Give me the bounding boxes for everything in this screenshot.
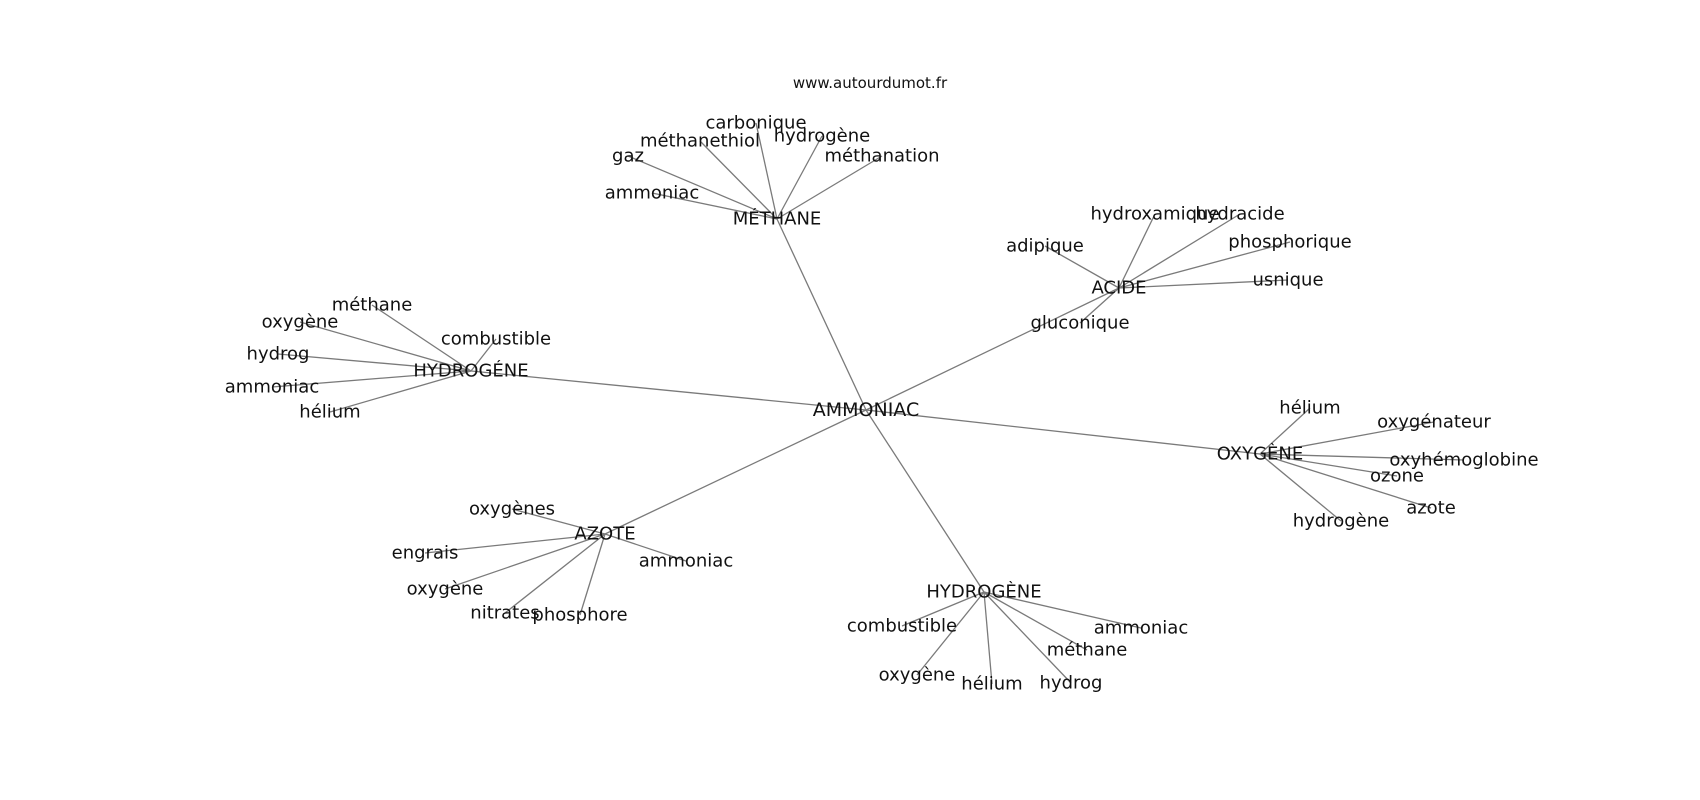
leaf-node-hydrogene-bottom[interactable]: hélium	[961, 674, 1022, 695]
edge-oxygene-leaf	[1259, 453, 1432, 509]
edge-azote-leaf	[604, 533, 687, 562]
leaf-node-acide[interactable]: phosphorique	[1228, 232, 1351, 253]
hub-node-azote[interactable]: AZOTE	[574, 524, 635, 545]
edge-hydrogene-left-leaf	[470, 338, 497, 372]
leaf-node-methane[interactable]: méthanethiol	[640, 131, 760, 152]
leaf-node-hydrogene-bottom[interactable]: ammoniac	[1094, 618, 1188, 639]
edge-azote-leaf	[511, 508, 606, 535]
edge-azote-leaf	[579, 533, 606, 616]
leaf-node-azote[interactable]: oxygènes	[469, 499, 555, 520]
edge-acide-leaf	[1044, 245, 1120, 289]
leaf-node-oxygene[interactable]: oxygénateur	[1377, 412, 1491, 433]
edge-hydrogene-left-leaf	[277, 353, 472, 372]
edge-hydrogene-left-leaf	[371, 304, 472, 372]
center-node-label[interactable]: AMMONIAC	[813, 399, 920, 421]
leaf-node-azote[interactable]: phosphore	[532, 605, 627, 626]
leaf-node-oxygene[interactable]: oxyhémoglobine	[1389, 450, 1538, 471]
edge-center-oxygene	[865, 409, 1261, 455]
leaf-node-hydrogene-bottom[interactable]: hydrog	[1040, 673, 1103, 694]
leaf-node-oxygene[interactable]: azote	[1406, 498, 1456, 519]
leaf-node-azote[interactable]: ammoniac	[639, 551, 733, 572]
leaf-node-acide[interactable]: gluconique	[1030, 313, 1129, 334]
edge-acide-leaf	[1118, 213, 1156, 289]
leaf-node-hydrogene-left[interactable]: hydrog	[247, 344, 310, 365]
edge-center-azote	[604, 409, 867, 535]
edge-hydrogene-bottom-leaf	[901, 591, 985, 627]
edge-hydrogene-left-leaf	[271, 370, 472, 388]
leaf-node-azote[interactable]: engrais	[392, 543, 459, 564]
leaf-node-acide[interactable]: usnique	[1252, 270, 1323, 291]
leaf-node-hydrogene-left[interactable]: ammoniac	[225, 377, 319, 398]
edge-acide-leaf	[1079, 287, 1120, 324]
leaf-node-methane[interactable]: ammoniac	[605, 183, 699, 204]
leaf-node-acide[interactable]: adipique	[1006, 236, 1084, 257]
edge-methane-leaf	[651, 192, 778, 220]
leaf-node-hydrogene-left[interactable]: combustible	[441, 329, 551, 350]
edge-oxygene-leaf	[1259, 407, 1311, 455]
leaf-node-methane[interactable]: méthanation	[824, 146, 939, 167]
leaf-node-oxygene[interactable]: hélium	[1279, 398, 1340, 419]
edge-center-hydrogene-bottom	[865, 409, 985, 593]
hub-node-acide[interactable]: ACIDE	[1091, 278, 1146, 299]
edge-center-hydrogene-left	[470, 370, 867, 411]
leaf-node-methane[interactable]: gaz	[612, 146, 644, 167]
edge-methane-leaf	[627, 155, 778, 220]
edge-azote-leaf	[444, 533, 606, 590]
leaf-node-hydrogene-left[interactable]: hélium	[299, 402, 360, 423]
edge-hydrogene-bottom-leaf	[983, 591, 1072, 684]
edge-oxygene-leaf	[1259, 453, 1398, 477]
leaf-node-oxygene[interactable]: hydrogène	[1293, 511, 1390, 532]
edge-hydrogene-bottom-leaf	[983, 591, 1088, 651]
leaf-node-azote[interactable]: nitrates	[470, 603, 539, 624]
leaf-node-hydrogene-bottom[interactable]: méthane	[1047, 640, 1128, 661]
hub-node-oxygene[interactable]: OXYGÈNE	[1217, 443, 1304, 465]
hub-node-hydrogene-left[interactable]: HYDROGÉNE	[413, 360, 528, 382]
leaf-node-methane[interactable]: hydrogène	[774, 126, 871, 147]
edge-hydrogene-bottom-leaf	[983, 591, 993, 685]
graph-edges	[271, 122, 1465, 685]
edge-hydrogene-bottom-leaf	[983, 591, 1142, 629]
leaf-node-azote[interactable]: oxygène	[407, 579, 484, 600]
leaf-node-methane[interactable]: carbonique	[705, 113, 806, 134]
edge-hydrogene-left-leaf	[299, 321, 472, 372]
edge-methane-leaf	[776, 155, 883, 220]
hub-node-hydrogene-bottom[interactable]: HYDROGÈNE	[926, 581, 1041, 603]
edge-acide-leaf	[1118, 213, 1241, 289]
leaf-node-hydrogene-bottom[interactable]: combustible	[847, 616, 957, 637]
source-url: www.autourdumot.fr	[793, 74, 948, 92]
leaf-node-hydrogene-left[interactable]: oxygène	[262, 312, 339, 333]
edge-methane-leaf	[776, 135, 823, 220]
leaf-node-acide[interactable]: hydracide	[1195, 204, 1284, 225]
edge-center-acide	[865, 287, 1120, 411]
edge-oxygene-leaf	[1259, 453, 1465, 461]
leaf-node-hydrogene-left[interactable]: méthane	[332, 295, 413, 316]
edge-oxygene-leaf	[1259, 453, 1342, 522]
edge-azote-leaf	[424, 533, 606, 554]
leaf-node-hydrogene-bottom[interactable]: oxygène	[879, 665, 956, 686]
edge-oxygene-leaf	[1259, 421, 1435, 455]
edge-acide-leaf	[1118, 241, 1291, 289]
edge-hydrogene-bottom-leaf	[916, 591, 985, 676]
edge-methane-leaf	[699, 140, 778, 220]
leaf-node-oxygene[interactable]: ozone	[1370, 466, 1424, 487]
hub-node-methane[interactable]: MÉTHANE	[733, 208, 822, 230]
edge-methane-leaf	[755, 122, 778, 220]
edge-azote-leaf	[504, 533, 606, 614]
edge-center-methane	[776, 218, 867, 411]
edge-hydrogene-left-leaf	[329, 370, 472, 413]
edge-acide-leaf	[1118, 279, 1289, 289]
leaf-node-acide[interactable]: hydroxamique	[1090, 204, 1219, 225]
